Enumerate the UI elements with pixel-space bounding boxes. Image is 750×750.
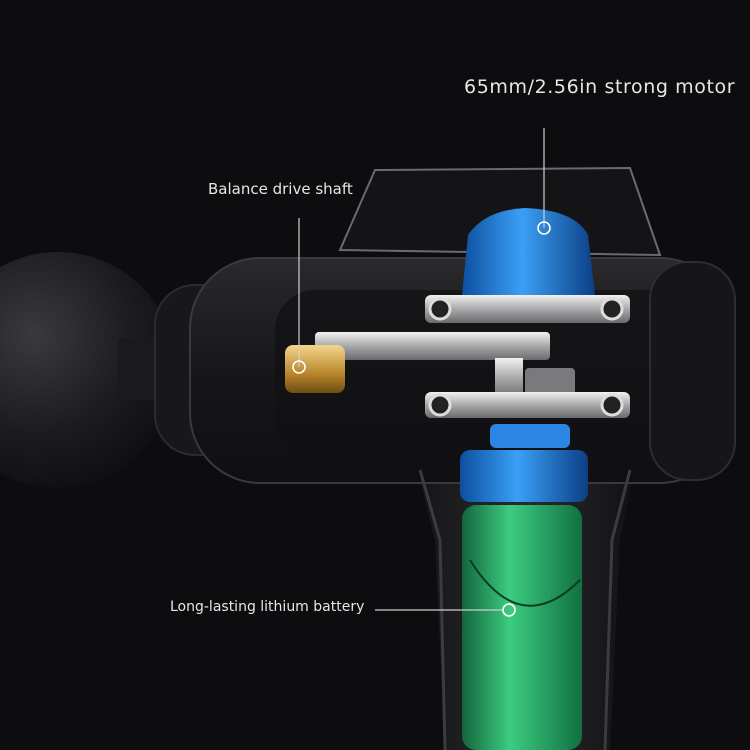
shaft-callout-label: Balance drive shaft <box>208 180 353 198</box>
battery-cable <box>469 559 581 607</box>
battery-cell <box>462 505 582 750</box>
bracket-screw <box>600 297 624 321</box>
bracket-screw <box>600 393 624 417</box>
drive-shaft-arm <box>315 332 550 360</box>
motor <box>462 208 595 295</box>
upper-bracket <box>425 295 630 323</box>
motor-base <box>460 450 588 502</box>
blue-gear <box>490 424 570 448</box>
shaft-marker <box>292 360 306 374</box>
battery-marker <box>502 603 516 617</box>
motor-callout-label: 65mm/2.56in strong motor <box>464 76 736 98</box>
motor-marker <box>537 221 551 235</box>
eccentric-block <box>525 368 575 396</box>
brass-bushing <box>285 345 345 393</box>
bracket-screw <box>428 393 452 417</box>
handle-frame-left <box>418 469 447 750</box>
rear-cap <box>649 261 736 481</box>
battery-callout-label: Long-lasting lithium battery <box>170 599 365 615</box>
lower-bracket <box>425 392 630 418</box>
bracket-screw <box>428 297 452 321</box>
massage-head-ball <box>0 252 176 488</box>
vertical-shaft <box>495 358 523 398</box>
handle-frame-right <box>603 469 632 750</box>
